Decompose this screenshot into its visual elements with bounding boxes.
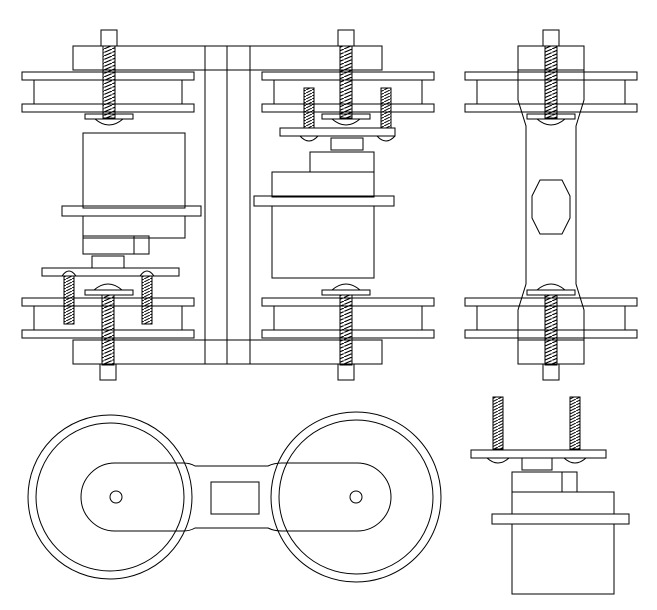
servo-mount-plate: [42, 268, 179, 276]
axle-bolt-top-right: [322, 30, 370, 125]
servo-body: [272, 206, 374, 278]
servo-left: [42, 133, 201, 276]
side-frame-right-edge: [576, 70, 584, 340]
axle-hole-right: [350, 491, 362, 503]
bottom-view: [28, 412, 441, 582]
center-pivot-slot: [211, 482, 259, 514]
servo-right: [254, 128, 395, 278]
wheel-left-outer: [28, 415, 192, 579]
detail-servo-body: [512, 524, 614, 594]
side-bolt-top: [527, 30, 575, 125]
wheel-right-inner: [279, 420, 433, 574]
bogie-frame-outline: [81, 463, 391, 531]
servo-horn-hub: [331, 138, 363, 150]
axle-hole-left: [110, 491, 122, 503]
mount-screws-left: [62, 271, 154, 324]
side-bolt-bottom: [527, 284, 575, 380]
detail-mount-plate: [471, 450, 606, 458]
detail-screw-left: [493, 397, 503, 449]
servo-body: [83, 133, 185, 208]
servo-mount-plate: [280, 128, 395, 136]
axle-bolt-bottom-right: [322, 284, 370, 380]
axle-bolt-top-left: [85, 30, 133, 125]
axle-bolt-bottom-left: [85, 284, 133, 380]
servo-horn-hub: [92, 256, 124, 268]
side-frame-slot: [532, 180, 570, 234]
detail-horn-hub: [522, 458, 552, 470]
detail-mounting-tab: [492, 514, 629, 524]
side-view: [465, 30, 637, 380]
wheel-right-outer: [271, 412, 441, 582]
front-view: [22, 30, 434, 380]
wheel-left-inner: [36, 423, 184, 571]
side-frame-left-edge: [518, 70, 526, 340]
mount-screws-right: [300, 88, 395, 141]
detail-screw-right: [570, 397, 580, 449]
servo-detail-view: [471, 397, 629, 594]
